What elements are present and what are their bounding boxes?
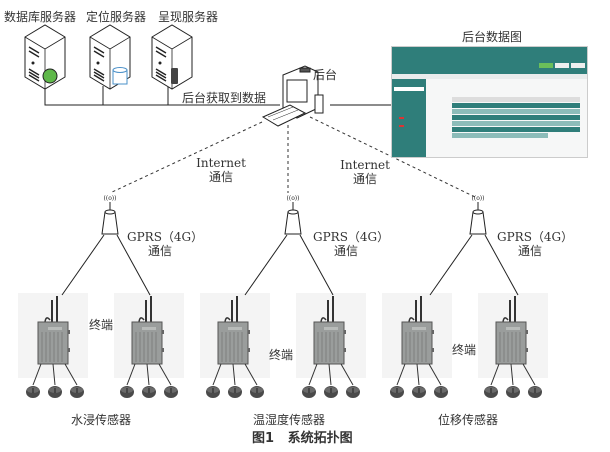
presentation-server-label: 呈现服务器 — [158, 10, 219, 24]
dashboard-title: 后台数据图 — [462, 30, 523, 44]
sensor-label-water: 水浸传感器 — [71, 413, 132, 427]
sensor-cable — [510, 363, 514, 386]
dashboard-table — [452, 97, 580, 139]
sensor-icon — [119, 385, 135, 399]
figure-number: 图1 — [252, 431, 275, 446]
database-icon — [112, 67, 128, 85]
dashboard-nav — [392, 74, 587, 79]
backend-computer-icon — [261, 65, 324, 127]
sensor-icon — [47, 385, 63, 399]
gprs-links — [61, 234, 519, 296]
gprs-label-3: GPRS（4G）通信 — [497, 230, 574, 258]
sensor-cable — [212, 363, 222, 386]
location-server-label: 定位服务器 — [86, 10, 147, 24]
database-server-label: 数据库服务器 — [4, 10, 77, 24]
backend-label: 后台 — [313, 68, 338, 82]
sensor-cable — [328, 363, 332, 386]
sensor-cable — [396, 363, 406, 386]
terminal-device-icon — [495, 295, 529, 365]
sensor-icon — [205, 385, 221, 399]
sensor-icon — [249, 385, 265, 399]
sensor-cable — [64, 363, 78, 386]
gprs-tower-icon-1 — [101, 194, 119, 235]
sensor-cable — [232, 363, 236, 386]
sensor-icon — [301, 385, 317, 399]
sensor-cable — [490, 363, 500, 386]
terminal-label-3: 终端 — [452, 343, 477, 357]
gprs-label-2: GPRS（4G）通信 — [313, 230, 390, 258]
sensor-icon — [323, 385, 339, 399]
server-bus — [44, 86, 240, 106]
sensor-cable — [308, 363, 318, 386]
gprs-tower-icon-2 — [284, 194, 302, 235]
sensor-icon — [389, 385, 405, 399]
sensor-icon — [527, 385, 543, 399]
terminal-device-icon — [37, 295, 71, 365]
dashboard-sidebar — [392, 79, 426, 157]
sensor-cable — [416, 363, 420, 386]
globe-icon — [42, 68, 58, 84]
terminal-device-icon — [131, 295, 165, 365]
sensor-cable — [146, 363, 150, 386]
terminal-device-icon — [217, 295, 251, 365]
gprs-tower-icon-3 — [469, 194, 487, 235]
sensor-icon — [411, 385, 427, 399]
figure-caption: 图1 系统拓扑图 — [252, 432, 353, 446]
terminal-label-2: 终端 — [269, 348, 294, 362]
phone-icon — [171, 68, 178, 84]
sensor-cable — [522, 363, 536, 386]
terminal-device-icon — [313, 295, 347, 365]
sensor-cable — [244, 363, 258, 386]
sensor-icon — [227, 385, 243, 399]
sensor-icon — [25, 385, 41, 399]
sensor-icon — [69, 385, 85, 399]
backend-dashboard-screenshot — [391, 46, 588, 158]
sensor-label-displacement: 位移传感器 — [438, 413, 499, 427]
sensor-icon — [345, 385, 361, 399]
sensor-cable — [52, 363, 56, 386]
fetch-data-label: 后台获取到数据 — [182, 91, 267, 105]
sensor-icon — [433, 385, 449, 399]
terminal-label-1: 终端 — [89, 318, 114, 332]
gprs-label-1: GPRS（4G）通信 — [127, 230, 204, 258]
sensor-cable — [158, 363, 172, 386]
sensor-icon — [505, 385, 521, 399]
dashboard-header — [392, 47, 587, 74]
sensor-cable — [32, 363, 42, 386]
sensor-icon — [483, 385, 499, 399]
sensor-cable — [126, 363, 136, 386]
sensor-cable — [428, 363, 442, 386]
terminal-device-icon — [401, 295, 435, 365]
sensor-cable — [340, 363, 354, 386]
sensor-label-humidity: 温湿度传感器 — [253, 413, 326, 427]
sensor-icon — [141, 385, 157, 399]
figure-title: 系统拓扑图 — [287, 431, 353, 446]
sensor-icon — [163, 385, 179, 399]
